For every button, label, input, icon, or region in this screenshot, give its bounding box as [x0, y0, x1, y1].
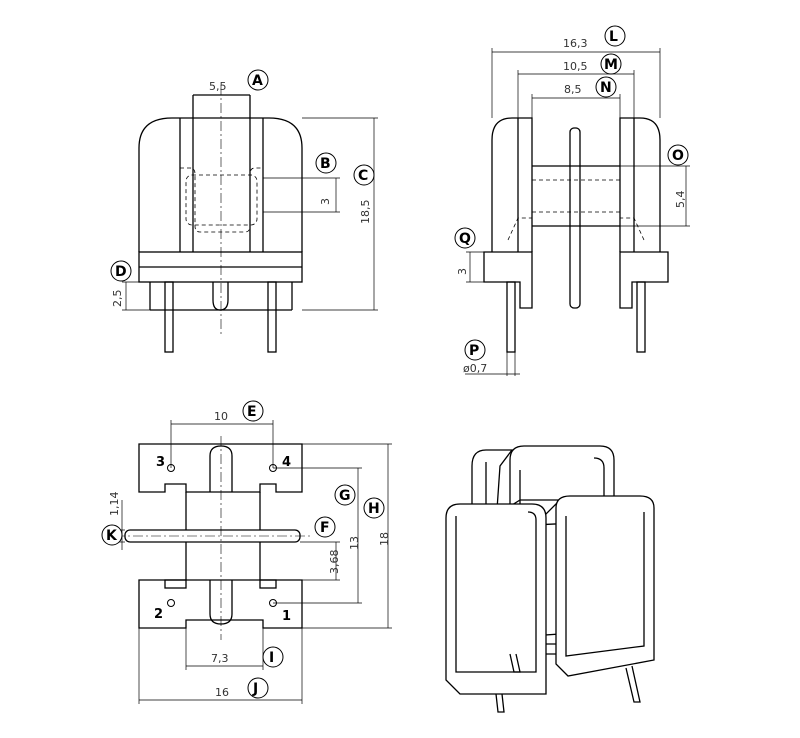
label-c: C	[358, 168, 368, 184]
dim-side-base: 3	[456, 268, 469, 275]
dim-front-width: 5,5	[209, 80, 227, 93]
top-view: 3 4 2 1 10 13 18 3,68 1,14 7,3 16	[108, 410, 392, 704]
label-g: G	[339, 488, 351, 504]
dim-bottom-inner-width: 7,3	[211, 652, 229, 665]
label-h: H	[368, 501, 380, 517]
dim-front-height: 18,5	[359, 200, 372, 225]
dim-front-window: 3	[319, 198, 332, 205]
dim-pin-diameter: ø0,7	[463, 362, 487, 375]
label-l: L	[609, 29, 618, 45]
label-e: E	[247, 404, 257, 420]
label-n: N	[600, 80, 612, 96]
reference-labels: A B C D L M N O Q P E F G H K I J	[101, 25, 689, 699]
label-m: M	[604, 57, 618, 73]
label-k: K	[106, 528, 118, 544]
dim-top-flange: 1,14	[108, 492, 121, 517]
pin-4-label: 4	[282, 455, 291, 470]
pin-2-label: 2	[154, 607, 163, 622]
side-view: 16,3 10,5 8,5 5,4 3 ø0,7	[456, 37, 690, 376]
dim-side-mid: 10,5	[563, 60, 588, 73]
label-d: D	[115, 264, 127, 280]
dim-front-base: 2,5	[111, 290, 124, 308]
label-q: Q	[459, 231, 471, 247]
pin-3-label: 3	[156, 455, 165, 470]
label-p: P	[469, 343, 479, 359]
label-a: A	[252, 73, 263, 89]
dim-bottom-overall-width: 16	[215, 686, 229, 699]
label-i: I	[269, 650, 274, 666]
dim-side-gap: 5,4	[674, 191, 687, 209]
label-j: J	[252, 681, 258, 697]
label-f: F	[320, 520, 330, 536]
dim-top-overall-height: 18	[378, 532, 391, 546]
dim-top-inner-height: 13	[348, 536, 361, 550]
dim-side-inner: 8,5	[564, 83, 582, 96]
isometric-view	[445, 445, 655, 713]
dim-top-pin-offset: 3,68	[328, 550, 341, 575]
dim-side-overall: 16,3	[563, 37, 588, 50]
dim-top-pin-pitch: 10	[214, 410, 228, 423]
pin-1-label: 1	[282, 609, 291, 624]
label-o: O	[672, 148, 684, 164]
front-view: 5,5 3 18,5 2,5	[111, 80, 378, 353]
label-b: B	[320, 156, 331, 172]
